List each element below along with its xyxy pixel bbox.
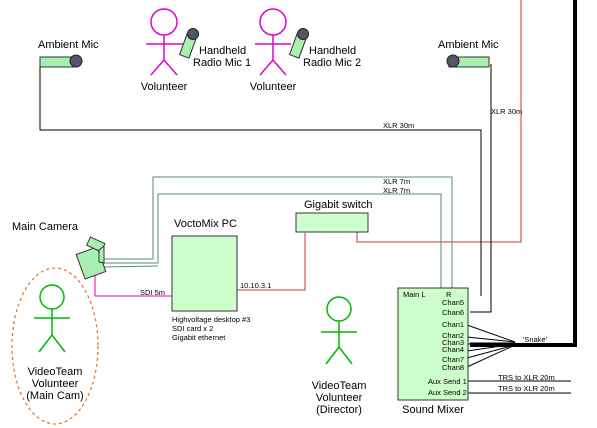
sound-mixer-box (397, 287, 469, 401)
volunteer-1-label: Volunteer (140, 81, 188, 93)
handheld-mic-1-label-b: Radio Mic 1 (193, 57, 252, 69)
mixer-aux-1: Aux Send 1 (428, 377, 467, 386)
mixer-chan6: Chan6 (442, 308, 465, 317)
main-cam-volunteer-outline (11, 267, 99, 425)
team-cam-line-2: Volunteer (31, 378, 79, 390)
xlr-30m-left-label: XLR 30m (383, 121, 415, 130)
sdi-cable (94, 276, 172, 297)
team-dir-line-2: Volunteer (315, 392, 363, 404)
handheld-mic-1-label-a: Handheld (199, 45, 247, 57)
voctomix-spec-2: SDI card x 2 (172, 324, 214, 333)
mixer-chan7: Chan7 (442, 355, 465, 364)
trs-2-label: TRS to XLR 20m (498, 384, 555, 393)
network-cable-pc (237, 233, 306, 291)
team-dir-line-3: (Director) (316, 404, 362, 416)
mixer-chan3: Chan3 (442, 338, 465, 347)
right-ambient-mic-label: Ambient Mic (438, 39, 499, 51)
left-ambient-mic-label: Ambient Mic (38, 39, 99, 51)
network-cable-right (356, 0, 522, 243)
main-camera-icon (75, 236, 107, 280)
videoteam-dir-figure-icon (321, 296, 357, 365)
videoteam-cam-figure-icon (34, 284, 70, 353)
mixer-aux-2: Aux Send 2 (428, 388, 467, 397)
handheld-mic-2-icon (288, 28, 309, 59)
mixer-r: R (446, 290, 452, 299)
sound-mixer-label: Sound Mixer (402, 404, 464, 416)
gigabit-switch-box (295, 212, 369, 233)
mixer-chan8: Chan8 (442, 363, 465, 372)
right-ambient-mic-icon (446, 54, 490, 68)
trs-1-label: TRS to XLR 20m (498, 373, 555, 382)
mixer-chan5: Chan5 (442, 298, 465, 307)
mixer-chan2: Chan2 (442, 331, 465, 340)
gigabit-switch-label: Gigabit switch (304, 199, 373, 211)
voctomix-spec-3: Gigabit ethernet (172, 333, 226, 342)
handheld-mic-2-label-a: Handheld (309, 45, 357, 57)
voctomix-pc-box (171, 235, 238, 312)
team-cam-line-1: VideoTeam (27, 366, 83, 378)
voctomix-pc-label: VoctoMix PC (174, 218, 237, 230)
xlr-7m-label-a: XLR 7m (383, 177, 411, 186)
volunteer-1-figure-icon (146, 8, 183, 76)
snake-fan-lines (466, 324, 516, 368)
mixer-main-l: Main L (403, 290, 426, 299)
xlr-7m-label-b: XLR 7m (383, 186, 411, 195)
volunteer-2-label: Volunteer (249, 81, 297, 93)
mixer-chan4: Chan4 (442, 345, 465, 354)
main-camera-label: Main Camera (12, 221, 79, 233)
mixer-chan1: Chan1 (442, 320, 465, 329)
xlr-7m-cable-a (103, 176, 453, 289)
xlr-7m-cable-b (103, 193, 442, 289)
snake-cable (470, 0, 577, 347)
voctomix-ip-label: 10.10.3.1 (240, 281, 272, 290)
sdi-cable-label: SDI 5m (140, 288, 166, 297)
snake-label: 'Snake' (523, 335, 548, 344)
team-cam-line-3: (Main Cam) (26, 390, 84, 402)
handheld-mic-1-icon (178, 28, 199, 59)
volunteer-2-figure-icon (255, 8, 291, 76)
xlr-cable-left-ambient (39, 64, 482, 296)
xlr-cable-right-ambient (470, 64, 492, 313)
voctomix-spec-1: Highvoltage desktop #3 (172, 315, 251, 324)
left-ambient-mic-icon (39, 54, 83, 68)
xlr-30m-right-label: XLR 30m (491, 107, 523, 116)
team-dir-line-1: VideoTeam (311, 380, 367, 392)
handheld-mic-2-label-b: Radio Mic 2 (303, 57, 362, 69)
